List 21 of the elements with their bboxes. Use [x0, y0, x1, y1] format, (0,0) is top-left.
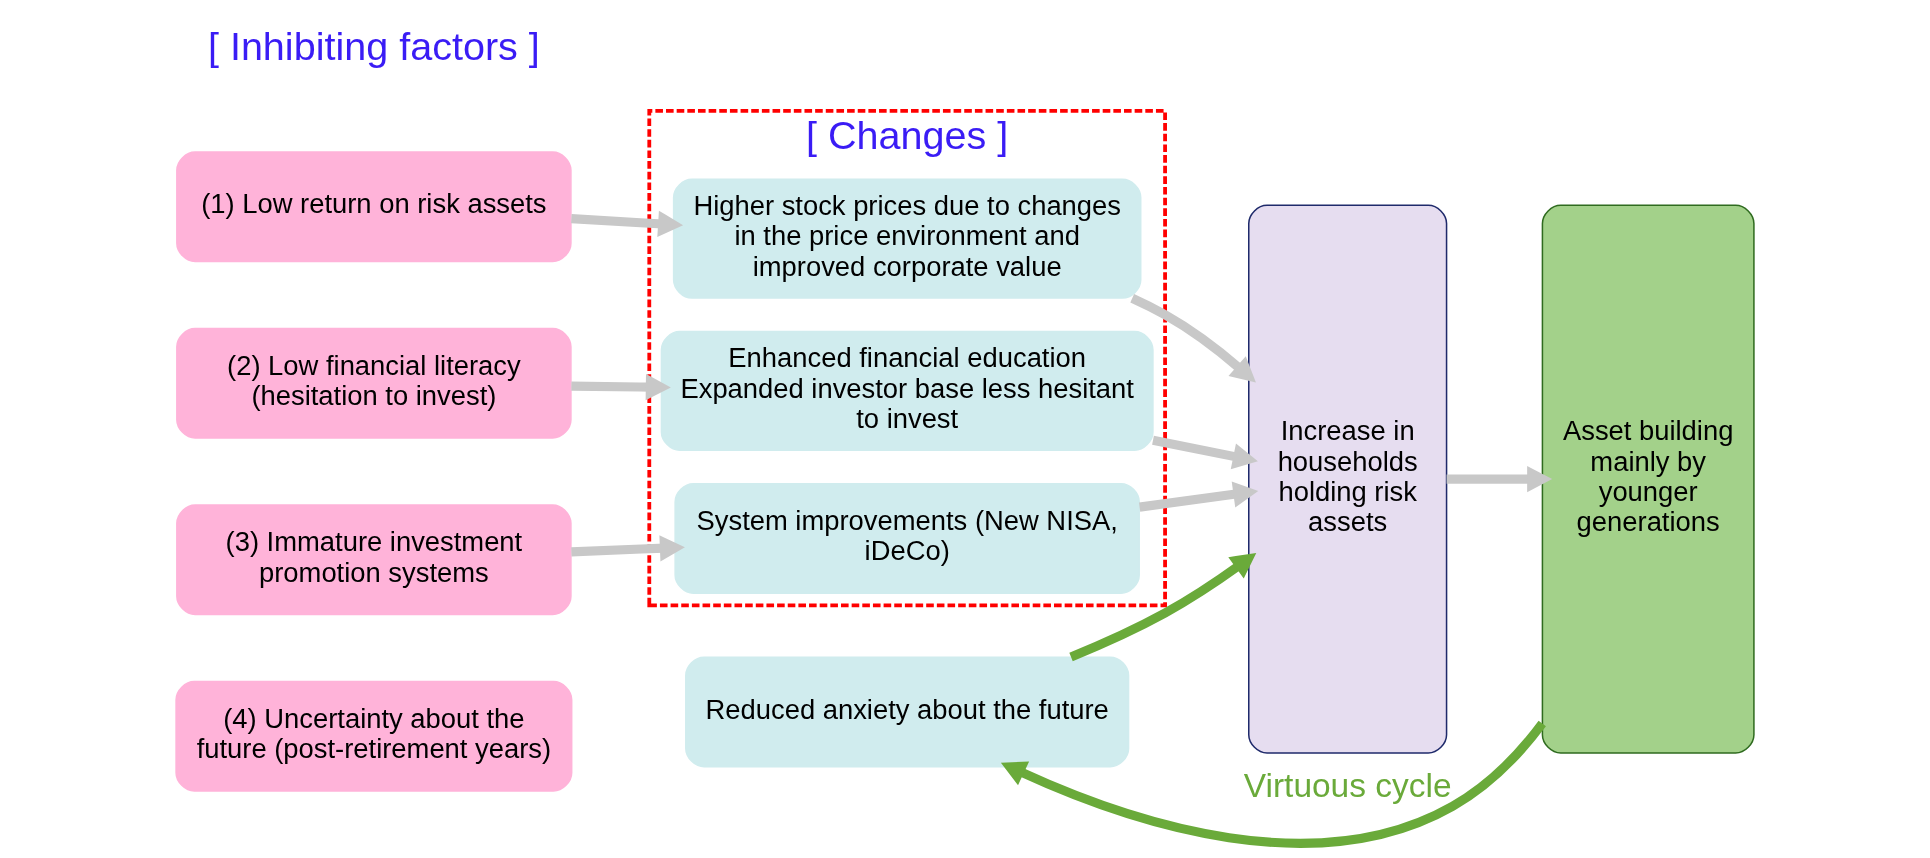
arrow — [1130, 294, 1256, 383]
node-box: Reduced anxiety about the future — [685, 656, 1130, 768]
arrow — [1139, 481, 1259, 512]
node-box: System improvements (New NISA, iDeCo) — [674, 482, 1140, 594]
node-box: Asset building mainly by younger generations — [1541, 204, 1755, 754]
node-box: Increase in households holding risk assets — [1248, 204, 1448, 754]
node-box: Higher stock prices due to changes in the price environment and improved corporate value — [672, 178, 1142, 299]
arrow — [1446, 465, 1553, 493]
arrow — [1069, 553, 1257, 662]
node-box: (3) Immature investment promotion systems — [176, 504, 572, 616]
label: [ Inhibiting factors ] — [207, 23, 540, 68]
node-box: (2) Low financial literacy (hesitation to invest) — [176, 327, 572, 439]
arrow — [1000, 720, 1546, 848]
node-box: (4) Uncertainty about the future (post-retirement years) — [175, 680, 573, 792]
node-box: (1) Low return on risk assets — [176, 151, 572, 263]
edge-label: Virtuous cycle — [1243, 766, 1452, 804]
arrow — [571, 373, 671, 401]
arrow — [571, 535, 685, 562]
node-box: Enhanced financial education Expanded investor base less hesitant to invest — [660, 330, 1154, 451]
arrow — [571, 210, 684, 237]
arrow — [1152, 435, 1258, 470]
